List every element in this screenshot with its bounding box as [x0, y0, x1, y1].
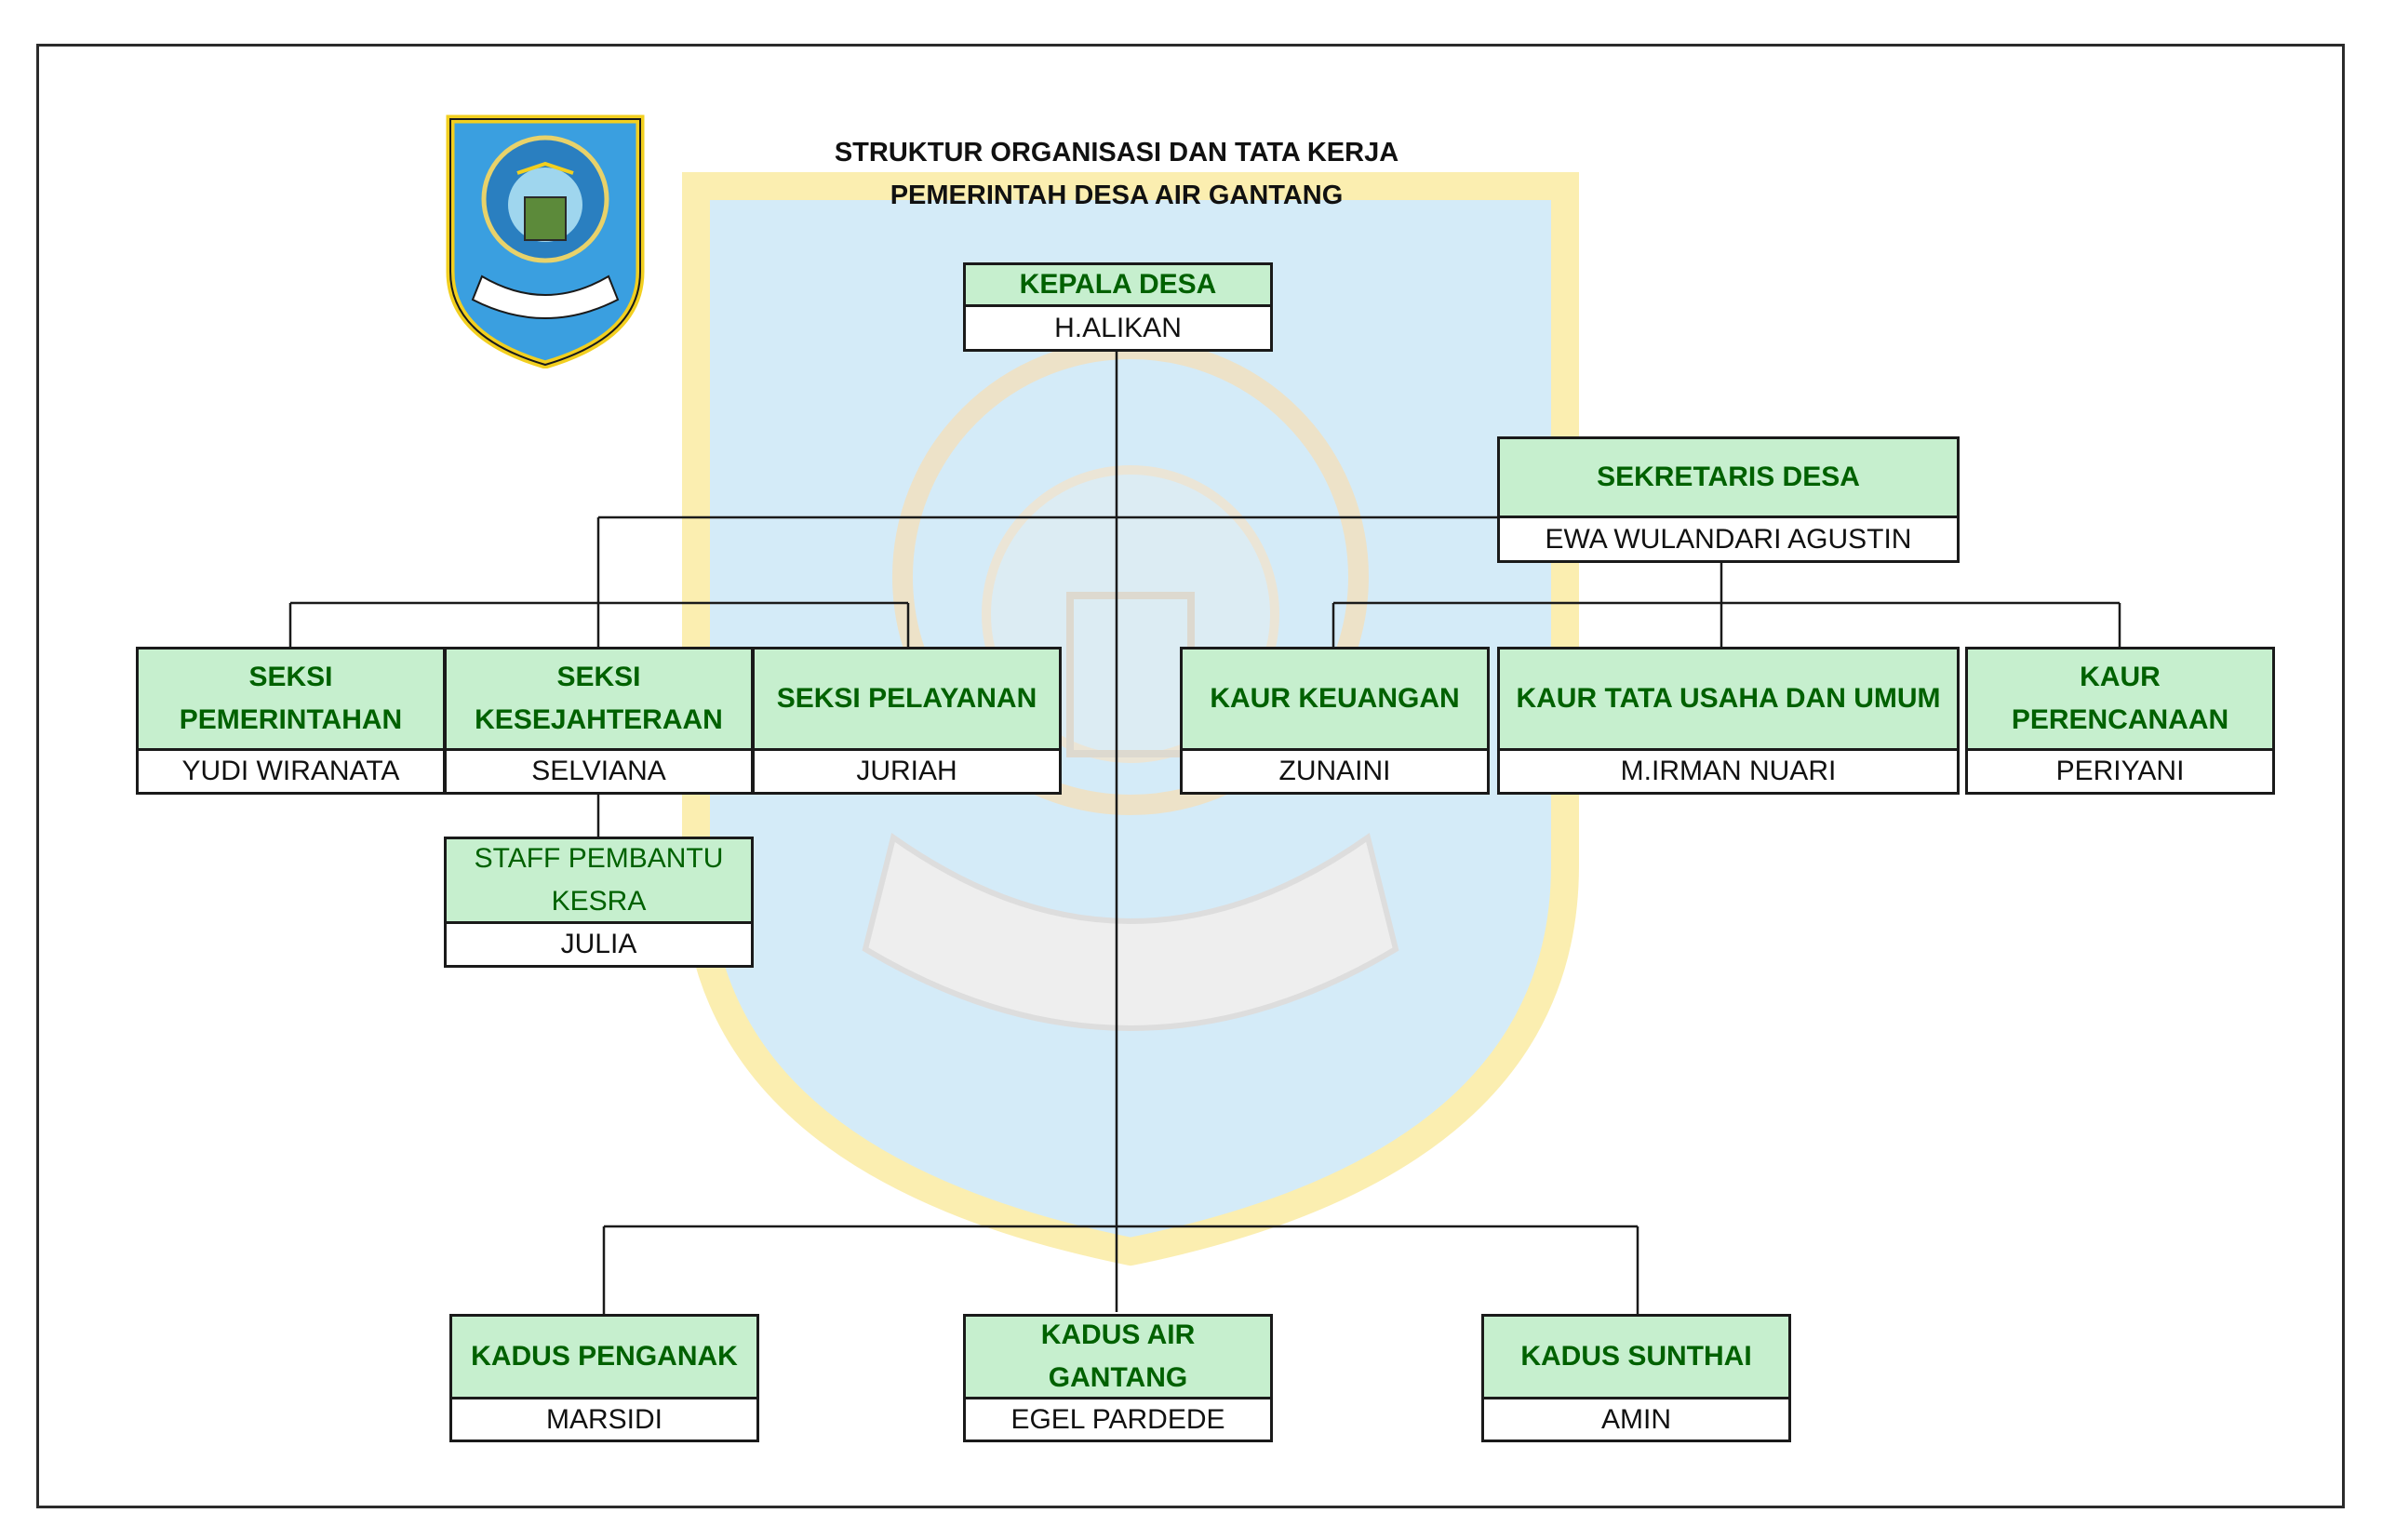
sekretaris-desa-title: SEKRETARIS DESA [1497, 436, 1960, 518]
staff-pembantu-kesra-title: STAFF PEMBANTU KESRA [444, 837, 754, 924]
seksi-pemerintahan-name: YUDI WIRANATA [136, 751, 446, 795]
seksi-pelayanan-title: SEKSI PELAYANAN [752, 647, 1062, 751]
staff-pembantu-kesra-name: JULIA [444, 924, 754, 968]
kaur-tata-usaha-umum-name: M.IRMAN NUARI [1497, 751, 1960, 795]
chart-title-line1: STRUKTUR ORGANISASI DAN TATA KERJA [834, 138, 1399, 167]
kadus-sunthai-name: AMIN [1481, 1399, 1791, 1442]
kaur-perencanaan-name: PERIYANI [1965, 751, 2275, 795]
node-seksi-kesejahteraan: SEKSI KESEJAHTERAAN SELVIANA [444, 647, 754, 795]
kepala-desa-name: H.ALIKAN [963, 307, 1273, 352]
village-emblem-logo [446, 114, 645, 368]
node-seksi-pemerintahan: SEKSI PEMERINTAHAN YUDI WIRANATA [136, 647, 446, 795]
kaur-keuangan-title: KAUR KEUANGAN [1180, 647, 1490, 751]
seksi-kesejahteraan-name: SELVIANA [444, 751, 754, 795]
chart-title-line2: PEMERINTAH DESA AIR GANTANG [890, 181, 1344, 210]
kadus-air-gantang-name: EGEL PARDEDE [963, 1399, 1273, 1442]
node-kadus-sunthai: KADUS SUNTHAI AMIN [1481, 1314, 1791, 1442]
kadus-penganak-name: MARSIDI [449, 1399, 759, 1442]
kaur-tata-usaha-umum-title: KAUR TATA USAHA DAN UMUM [1497, 647, 1960, 751]
node-kaur-perencanaan: KAUR PERENCANAAN PERIYANI [1965, 647, 2275, 795]
seksi-kesejahteraan-title: SEKSI KESEJAHTERAAN [444, 647, 754, 751]
kadus-sunthai-title: KADUS SUNTHAI [1481, 1314, 1791, 1399]
seksi-pelayanan-name: JURIAH [752, 751, 1062, 795]
kaur-perencanaan-title: KAUR PERENCANAAN [1965, 647, 2275, 751]
node-kaur-tata-usaha-umum: KAUR TATA USAHA DAN UMUM M.IRMAN NUARI [1497, 647, 1960, 795]
node-staff-pembantu-kesra: STAFF PEMBANTU KESRA JULIA [444, 837, 754, 968]
kaur-keuangan-name: ZUNAINI [1180, 751, 1490, 795]
sekretaris-desa-name: EWA WULANDARI AGUSTIN [1497, 518, 1960, 563]
node-seksi-pelayanan: SEKSI PELAYANAN JURIAH [752, 647, 1062, 795]
node-kadus-penganak: KADUS PENGANAK MARSIDI [449, 1314, 759, 1442]
kadus-air-gantang-title: KADUS AIR GANTANG [963, 1314, 1273, 1399]
node-kepala-desa: KEPALA DESA H.ALIKAN [963, 262, 1273, 352]
node-sekretaris-desa: SEKRETARIS DESA EWA WULANDARI AGUSTIN [1497, 436, 1960, 563]
kadus-penganak-title: KADUS PENGANAK [449, 1314, 759, 1399]
seksi-pemerintahan-title: SEKSI PEMERINTAHAN [136, 647, 446, 751]
kepala-desa-title: KEPALA DESA [963, 262, 1273, 307]
node-kadus-air-gantang: KADUS AIR GANTANG EGEL PARDEDE [963, 1314, 1273, 1442]
node-kaur-keuangan: KAUR KEUANGAN ZUNAINI [1180, 647, 1490, 795]
